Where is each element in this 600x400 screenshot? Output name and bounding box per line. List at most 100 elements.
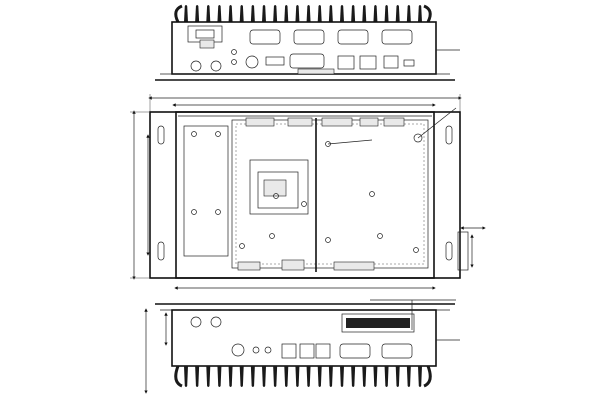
heatsink-fin bbox=[250, 5, 255, 22]
screw-hole bbox=[239, 243, 245, 249]
led-indicator bbox=[231, 49, 237, 55]
heatsink-fin bbox=[217, 366, 222, 387]
screw-hole bbox=[377, 233, 383, 239]
heatsink-fin bbox=[362, 366, 367, 387]
heatsink-fin bbox=[295, 366, 300, 387]
bottom-view bbox=[144, 299, 460, 394]
usb-port bbox=[315, 343, 331, 359]
heatsink-fin bbox=[273, 366, 278, 387]
header-connector bbox=[245, 117, 275, 127]
mount-slot bbox=[157, 125, 165, 145]
heatsink-fin bbox=[228, 5, 233, 22]
heatsink-fin bbox=[273, 5, 278, 22]
heatsink-end-fin bbox=[174, 365, 183, 388]
audio-jack bbox=[264, 346, 272, 354]
chassis-body bbox=[175, 111, 435, 279]
heatsink-fin bbox=[406, 366, 411, 387]
heatsink-fin bbox=[239, 5, 244, 22]
screw-hole bbox=[273, 193, 279, 199]
power-button bbox=[231, 343, 245, 357]
header-connector bbox=[383, 117, 405, 127]
header-connector bbox=[359, 117, 379, 127]
usb-port bbox=[403, 59, 415, 67]
antenna-jack bbox=[210, 60, 222, 72]
antenna-jack bbox=[190, 316, 202, 328]
port-label-strip bbox=[297, 68, 335, 75]
heatsink-fin bbox=[217, 5, 222, 22]
heatsink-fin bbox=[239, 366, 244, 387]
expansion-slot-opening bbox=[346, 318, 410, 328]
heatsink-fin bbox=[184, 5, 188, 22]
cpu-area bbox=[249, 159, 309, 215]
lan-port bbox=[337, 55, 355, 70]
top-view bbox=[155, 4, 460, 81]
heatsink-fin bbox=[384, 5, 389, 22]
header-connector bbox=[321, 117, 353, 127]
cpu-chip bbox=[263, 179, 287, 197]
lan-port bbox=[359, 55, 377, 70]
switch-tab bbox=[199, 39, 215, 49]
top-heatsink-fins bbox=[174, 4, 432, 23]
heatsink-fin bbox=[317, 5, 322, 22]
heatsink-fin bbox=[340, 366, 344, 387]
screw-hole bbox=[191, 131, 197, 137]
db9-connectors-top bbox=[249, 29, 413, 45]
vga-port bbox=[289, 53, 325, 69]
heatsink-fin bbox=[328, 366, 333, 387]
mount-hole bbox=[413, 133, 423, 143]
heatsink-fin bbox=[306, 5, 311, 22]
screw-hole bbox=[215, 209, 221, 215]
led-indicator bbox=[231, 59, 237, 65]
heatsink-fin bbox=[284, 366, 289, 387]
plan-view bbox=[130, 94, 486, 290]
dc-jack bbox=[245, 55, 259, 69]
db9-connector bbox=[249, 29, 281, 45]
heatsink-end-fin bbox=[423, 4, 432, 23]
heatsink-fin bbox=[195, 5, 200, 22]
heatsink-fin bbox=[284, 5, 289, 22]
heatsink-fin bbox=[317, 366, 322, 387]
heatsink-fin bbox=[206, 5, 211, 22]
heatsink-fin bbox=[384, 366, 389, 387]
cpu-die bbox=[257, 171, 299, 209]
screw-hole bbox=[413, 247, 419, 253]
screw-hole bbox=[369, 191, 375, 197]
screw-hole bbox=[191, 209, 197, 215]
side-detail bbox=[457, 231, 469, 271]
screw-hole bbox=[301, 201, 307, 207]
db9-connector bbox=[337, 29, 369, 45]
hdmi-port bbox=[265, 56, 285, 66]
heatsink-fin bbox=[250, 366, 255, 387]
heatsink-fin bbox=[351, 5, 356, 22]
switch-slot bbox=[195, 29, 215, 39]
heatsink-fin bbox=[395, 366, 400, 387]
header-connector bbox=[333, 261, 375, 271]
usb-port bbox=[383, 55, 399, 69]
heatsink-fin bbox=[406, 5, 411, 22]
heatsink-fin bbox=[418, 5, 422, 22]
heatsink-end-fin bbox=[423, 365, 432, 388]
heatsink-fin bbox=[206, 366, 211, 387]
heatsink-fin bbox=[418, 366, 422, 387]
mount-slot bbox=[157, 241, 165, 261]
bottom-heatsink-fins bbox=[174, 365, 432, 388]
db9-connector bbox=[339, 343, 371, 359]
bottom-panel-body bbox=[171, 309, 437, 367]
leader-line bbox=[327, 139, 373, 145]
antenna-jack bbox=[190, 60, 202, 72]
led-indicator bbox=[252, 346, 260, 354]
header-connector bbox=[281, 259, 305, 271]
heatsink-fin bbox=[262, 5, 266, 22]
header-connector bbox=[237, 261, 261, 271]
heatsink-fin bbox=[395, 5, 400, 22]
heatsink-fin bbox=[295, 5, 300, 22]
mounting-slots bbox=[157, 125, 453, 261]
heatsink-fin bbox=[351, 366, 356, 387]
mount-slot bbox=[445, 125, 453, 145]
heatsink-fin bbox=[228, 366, 233, 387]
screw-hole bbox=[269, 233, 275, 239]
power-module bbox=[183, 125, 229, 257]
screw-hole bbox=[325, 237, 331, 243]
usb-port bbox=[281, 343, 297, 359]
